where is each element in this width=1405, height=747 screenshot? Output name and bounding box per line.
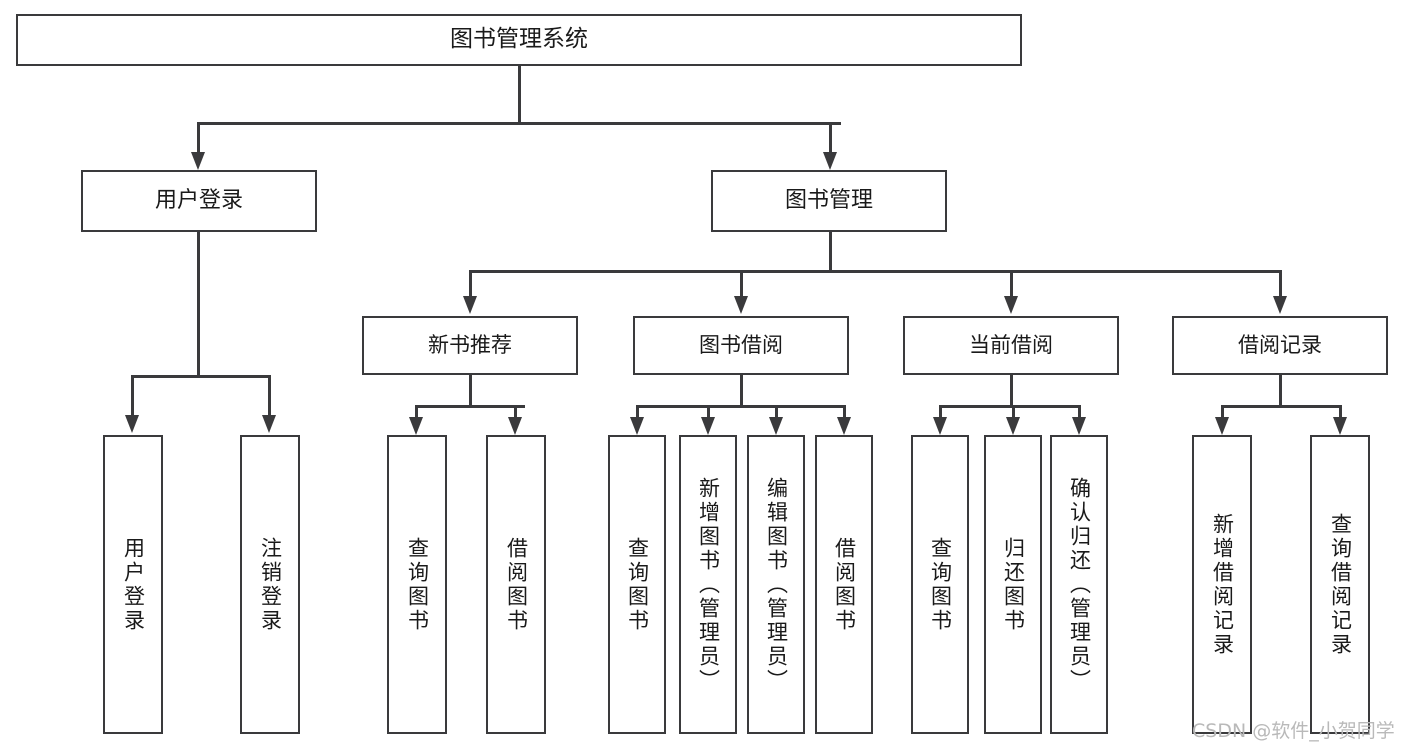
node-root-book-management-system[interactable]: 图书管理系统: [16, 14, 1022, 66]
connector-bb-drop-4: [843, 405, 846, 419]
node-leaf-confirm-return-admin[interactable]: 确认归还（管理员）: [1050, 435, 1108, 734]
connector-nbr-drop-1: [415, 405, 418, 419]
node-leaf-borrow-book-brw[interactable]: 借阅图书: [815, 435, 873, 734]
node-label: 图书管理系统: [450, 26, 588, 53]
node-label: 用户登录: [121, 536, 146, 633]
connector-bb-stem: [740, 375, 743, 407]
arrowhead-leaf-add-borrow-record: [1215, 417, 1229, 435]
arrowhead-leaf-query-book-brw: [630, 417, 644, 435]
connector-bb-bus: [636, 405, 845, 408]
node-label: 查询借阅记录: [1328, 512, 1353, 657]
connector-root-to-user-login: [197, 122, 200, 154]
arrowhead-leaf-query-book-rec: [409, 417, 423, 435]
arrowhead-book-borrow: [734, 296, 748, 314]
connector-book-manage-bus: [469, 270, 1281, 273]
connector-root-bus: [197, 122, 841, 125]
connector-nbr-bus: [415, 405, 525, 408]
node-user-login[interactable]: 用户登录: [81, 170, 317, 232]
node-label: 用户登录: [154, 187, 243, 213]
connector-bb-drop-3: [775, 405, 778, 419]
connector-bb-drop-1: [636, 405, 639, 419]
connector-user-login-drop-2: [268, 375, 271, 417]
connector-cb-stem: [1010, 375, 1013, 407]
node-label: 编辑图书（管理员）: [764, 476, 789, 693]
node-current-borrow[interactable]: 当前借阅: [903, 316, 1119, 375]
connector-bm-drop-3: [1010, 270, 1013, 298]
node-label: 图书借阅: [699, 333, 783, 358]
connector-cb-drop-1: [939, 405, 942, 419]
node-leaf-borrow-book-rec[interactable]: 借阅图书: [486, 435, 546, 734]
node-label: 注销登录: [258, 536, 283, 633]
node-leaf-query-book-rec[interactable]: 查询图书: [387, 435, 447, 734]
connector-root-stem: [518, 66, 521, 124]
node-label: 图书管理: [784, 187, 873, 213]
arrowhead-borrow-record: [1273, 296, 1287, 314]
arrowhead-leaf-add-book-admin: [701, 417, 715, 435]
node-new-book-recommend[interactable]: 新书推荐: [362, 316, 578, 375]
node-leaf-query-borrow-record[interactable]: 查询借阅记录: [1310, 435, 1370, 734]
node-label: 查询图书: [625, 536, 650, 633]
connector-cb-drop-2: [1012, 405, 1015, 419]
connector-cb-drop-3: [1078, 405, 1081, 419]
connector-user-login-bus: [131, 375, 269, 378]
connector-book-manage-stem: [829, 232, 832, 272]
connector-br-bus: [1221, 405, 1340, 408]
node-leaf-edit-book-admin[interactable]: 编辑图书（管理员）: [747, 435, 805, 734]
arrowhead-user-login: [191, 152, 205, 170]
arrowhead-leaf-confirm-return-admin: [1072, 417, 1086, 435]
node-leaf-add-borrow-record[interactable]: 新增借阅记录: [1192, 435, 1252, 734]
arrowhead-current-borrow: [1004, 296, 1018, 314]
node-leaf-user-logout[interactable]: 注销登录: [240, 435, 300, 734]
arrowhead-leaf-query-book-cur: [933, 417, 947, 435]
node-label: 新增图书（管理员）: [696, 476, 721, 693]
node-label: 确认归还（管理员）: [1067, 476, 1092, 693]
node-label: 查询图书: [928, 536, 953, 633]
arrowhead-book-manage: [823, 152, 837, 170]
node-leaf-return-book[interactable]: 归还图书: [984, 435, 1042, 734]
node-leaf-query-book-brw[interactable]: 查询图书: [608, 435, 666, 734]
node-leaf-add-book-admin[interactable]: 新增图书（管理员）: [679, 435, 737, 734]
connector-root-to-book-manage: [829, 122, 832, 154]
connector-bm-drop-1: [469, 270, 472, 298]
node-label: 借阅图书: [832, 536, 857, 633]
connector-user-login-drop-1: [131, 375, 134, 417]
connector-cb-bus: [939, 405, 1079, 408]
node-label: 当前借阅: [969, 333, 1053, 358]
connector-br-drop-1: [1221, 405, 1224, 419]
arrowhead-leaf-user-login: [125, 415, 139, 433]
node-label: 借阅记录: [1238, 333, 1322, 358]
arrowhead-new-book-recommend: [463, 296, 477, 314]
connector-br-drop-2: [1339, 405, 1342, 419]
arrowhead-leaf-edit-book-admin: [769, 417, 783, 435]
connector-bm-drop-2: [740, 270, 743, 298]
node-leaf-query-book-cur[interactable]: 查询图书: [911, 435, 969, 734]
connector-bm-drop-4: [1279, 270, 1282, 298]
node-label: 新增借阅记录: [1210, 512, 1235, 657]
connector-user-login-stem: [197, 232, 200, 377]
node-book-borrow[interactable]: 图书借阅: [633, 316, 849, 375]
node-label: 归还图书: [1001, 536, 1026, 633]
node-label: 查询图书: [405, 536, 430, 633]
connector-nbr-stem: [469, 375, 472, 407]
node-label: 新书推荐: [428, 333, 512, 358]
arrowhead-leaf-borrow-book-rec: [508, 417, 522, 435]
connector-bb-drop-2: [707, 405, 710, 419]
arrowhead-leaf-return-book: [1006, 417, 1020, 435]
node-book-manage[interactable]: 图书管理: [711, 170, 947, 232]
arrowhead-leaf-query-borrow-record: [1333, 417, 1347, 435]
connector-nbr-drop-2: [514, 405, 517, 419]
node-borrow-record[interactable]: 借阅记录: [1172, 316, 1388, 375]
arrowhead-leaf-borrow-book-brw: [837, 417, 851, 435]
connector-br-stem: [1279, 375, 1282, 407]
arrowhead-leaf-user-logout: [262, 415, 276, 433]
node-leaf-user-login[interactable]: 用户登录: [103, 435, 163, 734]
node-label: 借阅图书: [504, 536, 529, 633]
